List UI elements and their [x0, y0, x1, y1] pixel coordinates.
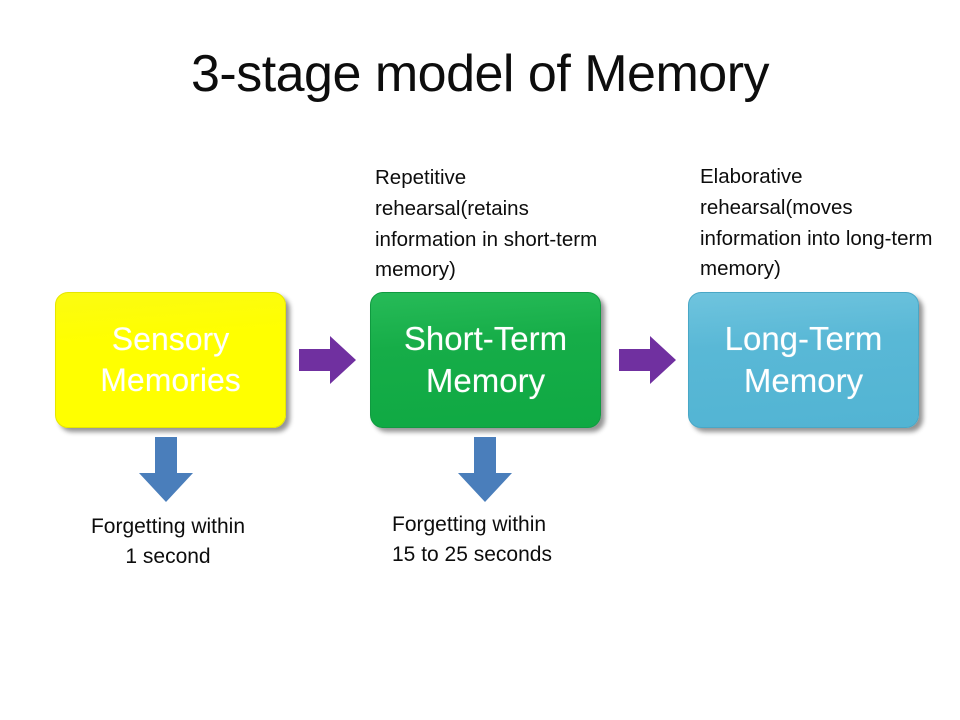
arrow-right-icon-short-term-to-long-term	[619, 335, 677, 385]
stage-box-long-term-memory[interactable]: Long-Term Memory	[688, 292, 919, 428]
repetitive-rehearsal-note: Repetitive rehearsal(retains information…	[375, 166, 598, 282]
forgetting-note-sensory: Forgetting within 1 second	[90, 515, 246, 569]
arrow-down-icon-forgetting-short-term	[457, 437, 513, 503]
stage-box-sensory-memories[interactable]: Sensory Memories	[55, 292, 286, 428]
elaborative-rehearsal-note: Elaborative rehearsal(moves information …	[700, 165, 933, 281]
stage-label-long-term-memory: Long-Term Memory	[724, 319, 883, 399]
stage-box-short-term-memory[interactable]: Short-Term Memory	[370, 292, 601, 428]
stage-label-short-term-memory: Short-Term Memory	[403, 319, 568, 399]
arrow-right-icon-sensory-to-short-term	[299, 335, 357, 385]
arrow-down-icon-forgetting-sensory	[138, 437, 194, 503]
page-title: 3-stage model of Memory	[190, 45, 770, 103]
stage-label-sensory-memories: Sensory Memories	[100, 321, 241, 398]
forgetting-note-short-term: Forgetting within 15 to 25 seconds	[392, 513, 552, 567]
